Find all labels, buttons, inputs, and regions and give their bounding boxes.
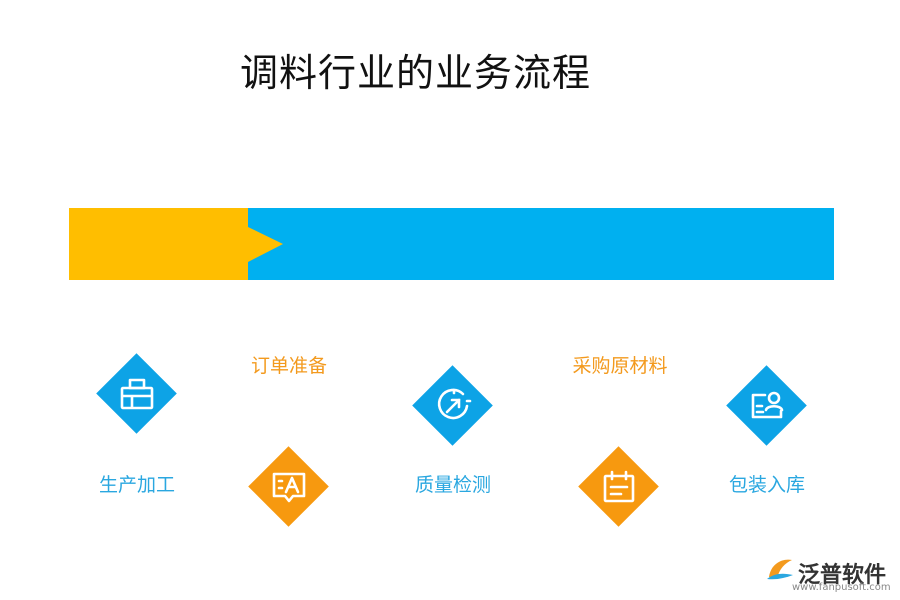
id-card-icon: [751, 391, 784, 419]
step-label-order: 订单准备: [250, 355, 328, 377]
banner-yellow-arrow: [69, 208, 283, 280]
page-title: 调料行业的业务流程: [240, 51, 592, 95]
step-label-procurement: 采购原材料: [572, 355, 668, 377]
logo-url: www.fanpusoft.com: [792, 582, 891, 593]
calendar-icon: [603, 470, 635, 503]
logo-name: 泛普软件: [798, 563, 887, 588]
step-label-quality: 质量检测: [414, 474, 492, 496]
fanpu-logo-icon: [767, 559, 793, 580]
gauge-arrow-icon: [437, 388, 472, 420]
step-label-production: 生产加工: [98, 474, 176, 496]
step-label-packaging: 包装入库: [728, 474, 806, 496]
toolbox-icon: [120, 378, 154, 410]
chat-text-icon: [272, 472, 306, 503]
